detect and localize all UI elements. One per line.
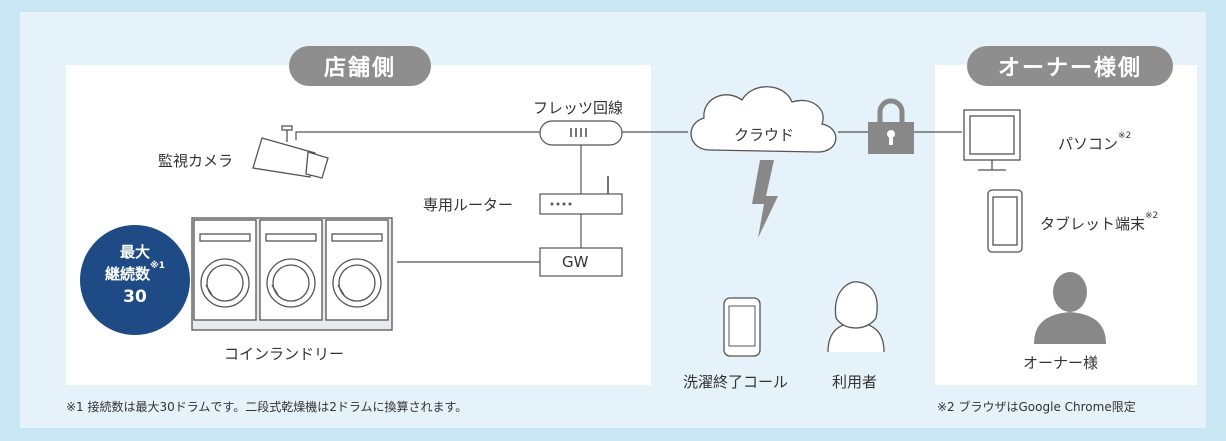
owner-side-title: オーナー様側 (967, 46, 1173, 86)
washing-machines (191, 217, 393, 331)
pc-label-text: パソコン (1058, 135, 1119, 153)
tablet-label: タブレット端末※2 (1040, 211, 1159, 234)
gw-box (539, 247, 623, 277)
lightning-icon (752, 160, 778, 238)
owner-icon (1034, 272, 1106, 344)
user-icon (827, 281, 885, 353)
store-side-title: 店舗側 (289, 46, 431, 86)
footnote-1: ※1 接続数は最大30ドラムです。二段式乾燥機は2ドラムに換算されます。 (66, 400, 468, 414)
gw-label: GW (562, 253, 589, 271)
badge-line2: 継続数※1 (80, 261, 190, 284)
camera-icon (252, 125, 329, 179)
phone-label: 洗濯終了コール (683, 373, 789, 391)
pc-label-sup: ※2 (1118, 131, 1132, 141)
badge-line2-text: 継続数 (104, 265, 150, 283)
camera-line (295, 131, 540, 140)
max-connection-badge: 最大 継続数※1 30 (80, 225, 190, 335)
flets-label: フレッツ回線 (533, 99, 624, 117)
router-label: 専用ルーター (423, 196, 514, 214)
tablet-icon (987, 189, 1023, 253)
tablet-label-text: タブレット端末 (1040, 215, 1146, 233)
badge-line3: 30 (123, 287, 147, 307)
pc-icon (963, 109, 1021, 171)
badge-line2-sup: ※1 (150, 261, 166, 271)
cloud-label: クラウド (734, 126, 795, 144)
user-label: 利用者 (832, 373, 878, 391)
cloud-icon (690, 86, 837, 153)
lock-icon (868, 98, 914, 154)
footnote-2: ※2 ブラウザはGoogle Chrome限定 (937, 400, 1136, 414)
owner-label: オーナー様 (1023, 354, 1099, 372)
tablet-label-sup: ※2 (1145, 211, 1159, 221)
camera-label: 監視カメラ (158, 152, 234, 170)
router-icon (539, 193, 623, 215)
laundry-label: コインランドリー (224, 345, 345, 363)
pc-label: パソコン※2 (1058, 131, 1132, 154)
badge-line1: 最大 (119, 243, 150, 261)
